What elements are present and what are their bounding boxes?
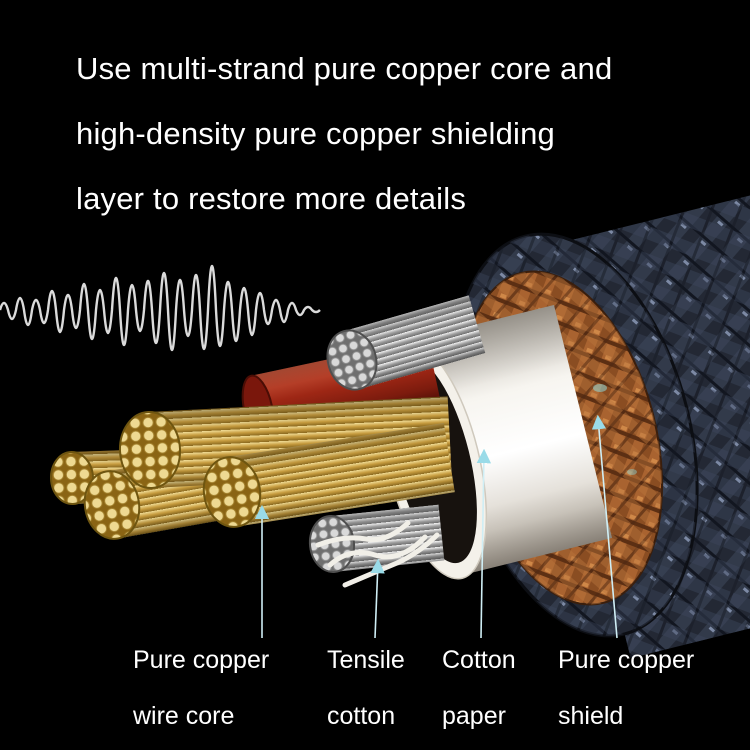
callout-label: Pure copper <box>133 646 270 674</box>
silver-strand-bundle-top <box>326 295 486 391</box>
sound-wave-graphic <box>0 265 321 351</box>
callout-label: paper <box>442 702 506 730</box>
copper-glint <box>627 469 637 475</box>
callout-label: cotton <box>327 702 396 730</box>
arrow-pure-copper-shield <box>591 414 618 639</box>
headline: Use multi-strand pure copper core and hi… <box>76 36 612 231</box>
callout-label: Tensile <box>327 646 405 674</box>
arrow-cotton-paper <box>476 448 492 639</box>
arrow-tensile-cotton <box>370 558 385 639</box>
callout-label: wire core <box>133 702 235 730</box>
copper-glint <box>593 384 607 392</box>
headline-line-2: high-density pure copper shielding <box>76 116 555 151</box>
tensile-cotton-threads <box>315 520 440 588</box>
callout-label: shield <box>558 702 624 730</box>
callout-label: Cotton <box>442 646 516 674</box>
callout-label: Pure copper <box>558 646 695 674</box>
copper-wire-bundle <box>202 423 455 528</box>
headline-line-1: Use multi-strand pure copper core and <box>76 51 613 86</box>
headline-line-3: layer to restore more details <box>76 181 467 216</box>
